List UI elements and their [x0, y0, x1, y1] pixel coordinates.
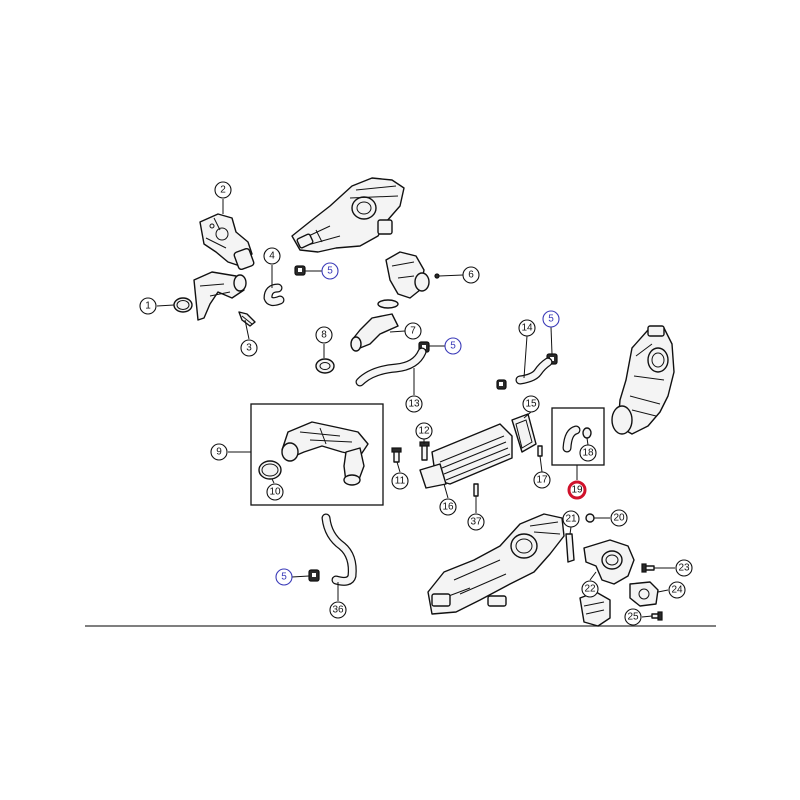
- callout-5-b-label: 5: [450, 341, 456, 352]
- callout-9: 9: [210, 443, 228, 461]
- part-23-bolt: [641, 563, 655, 573]
- part-13-hose: [355, 347, 427, 387]
- callout-20: 20: [610, 509, 628, 527]
- callout-5-d-label: 5: [281, 572, 287, 583]
- part-5-clamp-a: [294, 265, 306, 276]
- callout-22: 22: [581, 580, 599, 598]
- callout-2: 2: [214, 181, 232, 199]
- callout-5-d: 5: [275, 568, 293, 586]
- callout-3: 3: [240, 339, 258, 357]
- part-2-thermostat-housing: [199, 213, 255, 271]
- callout-36: 36: [329, 601, 347, 619]
- callout-3-label: 3: [246, 343, 252, 354]
- leader-lines: [156, 199, 675, 618]
- part-4-hose: [263, 283, 285, 307]
- callout-19-label: 19: [571, 485, 583, 496]
- callout-20-label: 20: [613, 513, 625, 524]
- part-egr-valve-assembly: [611, 325, 675, 435]
- part-36-hose: [321, 513, 357, 586]
- callout-5-b: 5: [444, 337, 462, 355]
- part-17-stud: [537, 445, 543, 457]
- part-20-nut: [585, 513, 595, 523]
- part-water-outlet: [193, 271, 247, 321]
- part-10-o-ring: [258, 460, 282, 480]
- callout-10-label: 10: [269, 487, 281, 498]
- callout-37-label: 37: [470, 517, 482, 528]
- part-14-hose: [515, 357, 553, 385]
- callout-24-label: 24: [671, 585, 683, 596]
- callout-5-c-label: 5: [548, 314, 554, 325]
- part-12-bolt: [419, 441, 430, 461]
- callout-15-label: 15: [525, 399, 537, 410]
- callout-6-label: 6: [468, 270, 474, 281]
- group-9-frame: [250, 403, 384, 506]
- group-19-frame: [551, 407, 605, 466]
- callout-5-c: 5: [542, 310, 560, 328]
- callout-16: 16: [439, 498, 457, 516]
- callout-36-label: 36: [332, 605, 344, 616]
- part-22-flange-pipe: [579, 539, 635, 627]
- callout-5-a-label: 5: [327, 266, 333, 277]
- part-16-egr-cooler: [419, 423, 513, 489]
- callout-1: 1: [139, 297, 157, 315]
- callout-4-label: 4: [269, 251, 275, 262]
- callout-18: 18: [579, 444, 597, 462]
- callout-10: 10: [266, 483, 284, 501]
- part-19-hose: [562, 425, 581, 453]
- callout-7-label: 7: [410, 326, 416, 337]
- part-5-clamp-d: [308, 569, 320, 582]
- callout-4: 4: [263, 247, 281, 265]
- part-6-housing: [377, 251, 440, 309]
- callout-13-label: 13: [408, 399, 420, 410]
- callout-23: 23: [675, 559, 693, 577]
- part-1-seal-ring: [173, 297, 193, 313]
- callout-21-label: 21: [565, 514, 577, 525]
- callout-5-a: 5: [321, 262, 339, 280]
- callout-8-label: 8: [321, 330, 327, 341]
- callout-25: 25: [624, 608, 642, 626]
- callout-2-label: 2: [220, 185, 226, 196]
- callout-17-label: 17: [536, 475, 548, 486]
- callout-12: 12: [415, 422, 433, 440]
- part-7-hose: [350, 313, 399, 352]
- callout-16-label: 16: [442, 502, 454, 513]
- part-15-gasket: [511, 413, 537, 453]
- part-clamp-e: [496, 379, 507, 390]
- part-18-o-ring: [582, 427, 592, 439]
- part-24-gasket: [629, 581, 659, 607]
- part-21-gasket: [565, 533, 575, 563]
- callout-14: 14: [518, 319, 536, 337]
- callout-6: 6: [462, 266, 480, 284]
- callout-17: 17: [533, 471, 551, 489]
- part-9-water-manifold: [281, 421, 369, 486]
- callout-23-label: 23: [678, 563, 690, 574]
- callout-25-label: 25: [627, 612, 639, 623]
- callout-24: 24: [668, 581, 686, 599]
- callout-11: 11: [391, 472, 409, 490]
- part-25-bolt: [651, 611, 663, 621]
- part-37-stud: [473, 483, 479, 497]
- callout-12-label: 12: [418, 426, 430, 437]
- callout-8: 8: [315, 326, 333, 344]
- part-upper-manifold-assembly: [291, 177, 405, 253]
- callout-37: 37: [467, 513, 485, 531]
- callout-7: 7: [404, 322, 422, 340]
- callout-13: 13: [405, 395, 423, 413]
- callout-14-label: 14: [521, 323, 533, 334]
- callout-18-label: 18: [582, 448, 594, 459]
- part-8-clamp: [315, 358, 335, 374]
- part-11-bolt: [391, 447, 402, 463]
- callout-11-label: 11: [395, 476, 406, 487]
- part-3-sensor: [238, 311, 256, 327]
- callout-19-highlighted: 19: [567, 480, 587, 500]
- callout-15: 15: [522, 395, 540, 413]
- callout-22-label: 22: [584, 584, 596, 595]
- callout-9-label: 9: [216, 447, 222, 458]
- callout-21: 21: [562, 510, 580, 528]
- part-lower-manifold-assembly: [427, 513, 565, 615]
- callout-1-label: 1: [145, 301, 151, 312]
